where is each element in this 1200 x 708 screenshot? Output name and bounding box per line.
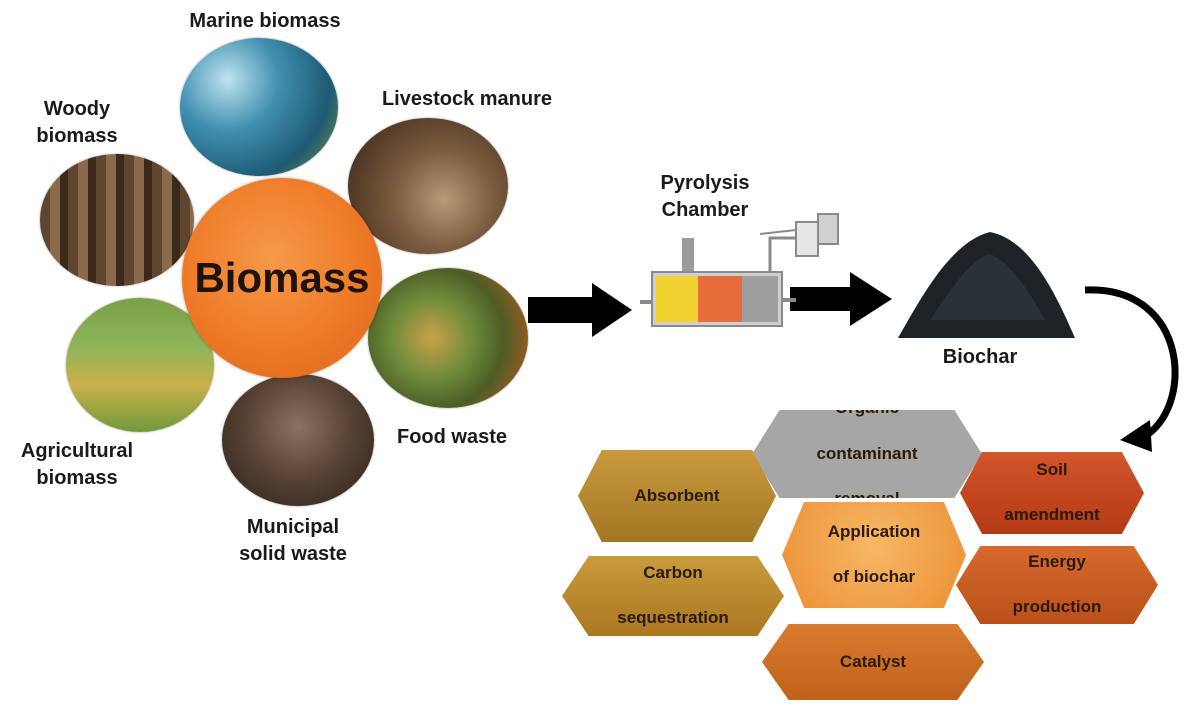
biochar-label: Biochar	[942, 346, 1018, 368]
arrow-to-biochar	[790, 272, 892, 326]
biomass-center-label: Biomass	[194, 254, 370, 301]
hex-absorbent: Absorbent	[578, 450, 776, 542]
livestock-manure-label: Livestock manure	[381, 88, 553, 110]
marine-biomass-image	[180, 38, 338, 176]
municipal-solid-waste-image	[222, 374, 374, 506]
marine-biomass-label: Marine biomass	[189, 10, 341, 32]
biomass-center: Biomass	[182, 178, 382, 378]
arrow-to-applications	[1084, 286, 1179, 452]
food-waste-label: Food waste	[396, 426, 507, 448]
agricultural-biomass-image	[66, 298, 214, 432]
arrow-to-pyrolysis	[528, 283, 632, 337]
livestock-manure-image	[348, 118, 508, 254]
woody-biomass-image	[40, 154, 194, 286]
hex-catalyst: Catalyst	[762, 624, 984, 700]
food-waste-image	[368, 268, 528, 408]
